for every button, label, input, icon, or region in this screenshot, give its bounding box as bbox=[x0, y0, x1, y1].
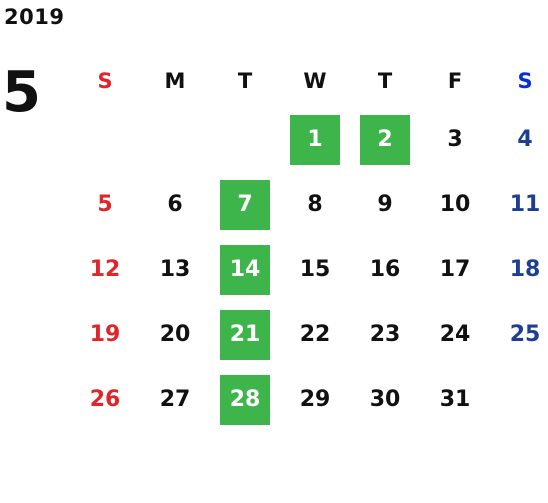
day-number: 8 bbox=[307, 192, 323, 217]
day-cell: 8 bbox=[280, 172, 350, 237]
weekday-sunday: S bbox=[97, 69, 113, 93]
day-cell: 26 bbox=[70, 367, 140, 432]
day-cell: 6 bbox=[140, 172, 210, 237]
day-number: 10 bbox=[439, 192, 471, 217]
day-number: 9 bbox=[377, 192, 393, 217]
day-number-highlighted: 14 bbox=[220, 244, 270, 295]
day-cell: 27 bbox=[140, 367, 210, 432]
day-number: 27 bbox=[159, 387, 191, 412]
day-number: 18 bbox=[509, 257, 541, 282]
day-number: 13 bbox=[159, 257, 191, 282]
day-cell: 18 bbox=[490, 237, 548, 302]
year-label: 2019 bbox=[4, 5, 65, 29]
day-cell: 22 bbox=[280, 302, 350, 367]
day-cell: 9 bbox=[350, 172, 420, 237]
day-cell: 30 bbox=[350, 367, 420, 432]
day-cell: 10 bbox=[420, 172, 490, 237]
day-number: 11 bbox=[509, 192, 541, 217]
day-number: 22 bbox=[299, 322, 331, 347]
day-number: 6 bbox=[167, 192, 183, 217]
day-number-highlighted: 21 bbox=[220, 309, 270, 360]
day-number: 30 bbox=[369, 387, 401, 412]
day-cell: 4 bbox=[490, 107, 548, 172]
weekday-header-row: S M T W T F S bbox=[70, 55, 548, 107]
day-cell: 21 bbox=[210, 302, 280, 367]
empty-cell bbox=[140, 107, 210, 172]
empty-cell bbox=[70, 107, 140, 172]
day-number: 15 bbox=[299, 257, 331, 282]
day-cell: 11 bbox=[490, 172, 548, 237]
day-cell: 28 bbox=[210, 367, 280, 432]
day-number: 31 bbox=[439, 387, 471, 412]
day-cell: 2 bbox=[350, 107, 420, 172]
day-cell: 3 bbox=[420, 107, 490, 172]
day-number: 20 bbox=[159, 322, 191, 347]
day-cell: 20 bbox=[140, 302, 210, 367]
day-cell: 24 bbox=[420, 302, 490, 367]
day-cell: 1 bbox=[280, 107, 350, 172]
weekday-monday: M bbox=[164, 69, 186, 93]
day-cell: 13 bbox=[140, 237, 210, 302]
day-number: 26 bbox=[89, 387, 121, 412]
day-cell: 17 bbox=[420, 237, 490, 302]
week-row: 19 20 21 22 23 24 25 bbox=[70, 302, 548, 367]
day-cell: 25 bbox=[490, 302, 548, 367]
day-number: 25 bbox=[509, 322, 541, 347]
week-row: 12 13 14 15 16 17 18 bbox=[70, 237, 548, 302]
weekday-friday: F bbox=[447, 69, 463, 93]
weekday-tuesday: T bbox=[237, 69, 253, 93]
day-cell: 15 bbox=[280, 237, 350, 302]
day-cell: 31 bbox=[420, 367, 490, 432]
day-cell: 16 bbox=[350, 237, 420, 302]
weekday-wednesday: W bbox=[303, 69, 327, 93]
day-number-highlighted: 2 bbox=[360, 114, 410, 165]
day-cell: 5 bbox=[70, 172, 140, 237]
day-number-highlighted: 28 bbox=[220, 374, 270, 425]
day-number: 29 bbox=[299, 387, 331, 412]
day-number: 5 bbox=[97, 192, 113, 217]
day-cell: 23 bbox=[350, 302, 420, 367]
weekday-thursday: T bbox=[377, 69, 393, 93]
day-cell: 29 bbox=[280, 367, 350, 432]
day-number: 24 bbox=[439, 322, 471, 347]
day-number: 12 bbox=[89, 257, 121, 282]
day-number-highlighted: 1 bbox=[290, 114, 340, 165]
empty-cell bbox=[210, 107, 280, 172]
day-cell: 7 bbox=[210, 172, 280, 237]
weekday-saturday: S bbox=[517, 69, 533, 93]
day-cell: 19 bbox=[70, 302, 140, 367]
day-number: 16 bbox=[369, 257, 401, 282]
day-number: 23 bbox=[369, 322, 401, 347]
day-number: 3 bbox=[447, 127, 463, 152]
week-row: 26 27 28 29 30 31 bbox=[70, 367, 548, 432]
day-cell: 12 bbox=[70, 237, 140, 302]
day-number: 17 bbox=[439, 257, 471, 282]
week-row: 5 6 7 8 9 10 11 bbox=[70, 172, 548, 237]
month-number: 5 bbox=[2, 60, 41, 125]
day-number: 4 bbox=[517, 127, 533, 152]
day-number: 19 bbox=[89, 322, 121, 347]
empty-cell bbox=[490, 367, 548, 432]
day-cell: 14 bbox=[210, 237, 280, 302]
day-number-highlighted: 7 bbox=[220, 179, 270, 230]
